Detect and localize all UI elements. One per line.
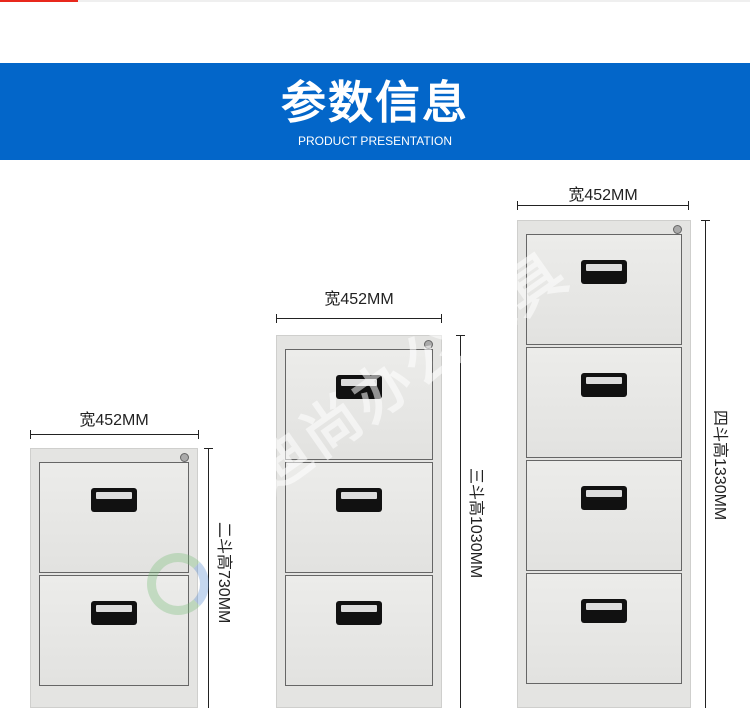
drawer-handle[interactable] [581,599,627,623]
drawer[interactable] [526,347,682,458]
drawer-handle[interactable] [581,373,627,397]
height-label-4-drawer: 四斗高1330MM [711,410,728,521]
drawer-handle[interactable] [91,601,137,625]
section-title: 参数信息 [280,76,469,129]
section-subtitle: PRODUCT PRESENTATION [297,134,452,148]
width-dimension-line [276,314,442,323]
section-banner: 参数信息 PRODUCT PRESENTATION [0,63,750,160]
drawer-handle[interactable] [336,375,382,399]
drawer[interactable] [285,462,433,573]
drawer-handle[interactable] [91,488,137,512]
drawer-handle[interactable] [336,601,382,625]
width-label-3-drawer: 宽452MM [324,291,394,308]
drawer-handle[interactable] [581,260,627,284]
drawer[interactable] [526,234,682,345]
cabinet-4-drawer [517,220,691,708]
brand-logo-icon [147,553,209,615]
lock-icon [424,340,433,349]
lock-icon [180,453,189,462]
width-dimension-line [517,201,689,210]
drawer-handle[interactable] [581,486,627,510]
drawer[interactable] [39,462,189,573]
drawer[interactable] [285,575,433,686]
drawer[interactable] [526,460,682,571]
height-dimension-line [456,335,465,708]
cabinet-3-drawer [276,335,442,708]
top-divider [0,0,750,2]
lock-icon [673,225,682,234]
height-label-3-drawer: 三斗高1030MM [467,468,484,579]
drawer-handle[interactable] [336,488,382,512]
width-label-4-drawer: 宽452MM [568,187,638,204]
height-label-2-drawer: 二斗高730MM [215,522,232,624]
drawer[interactable] [285,349,433,460]
width-dimension-line [30,430,199,439]
drawer[interactable] [526,573,682,684]
accent-bar [0,0,78,2]
width-label-2-drawer: 宽452MM [79,412,149,429]
height-dimension-line [701,220,710,708]
